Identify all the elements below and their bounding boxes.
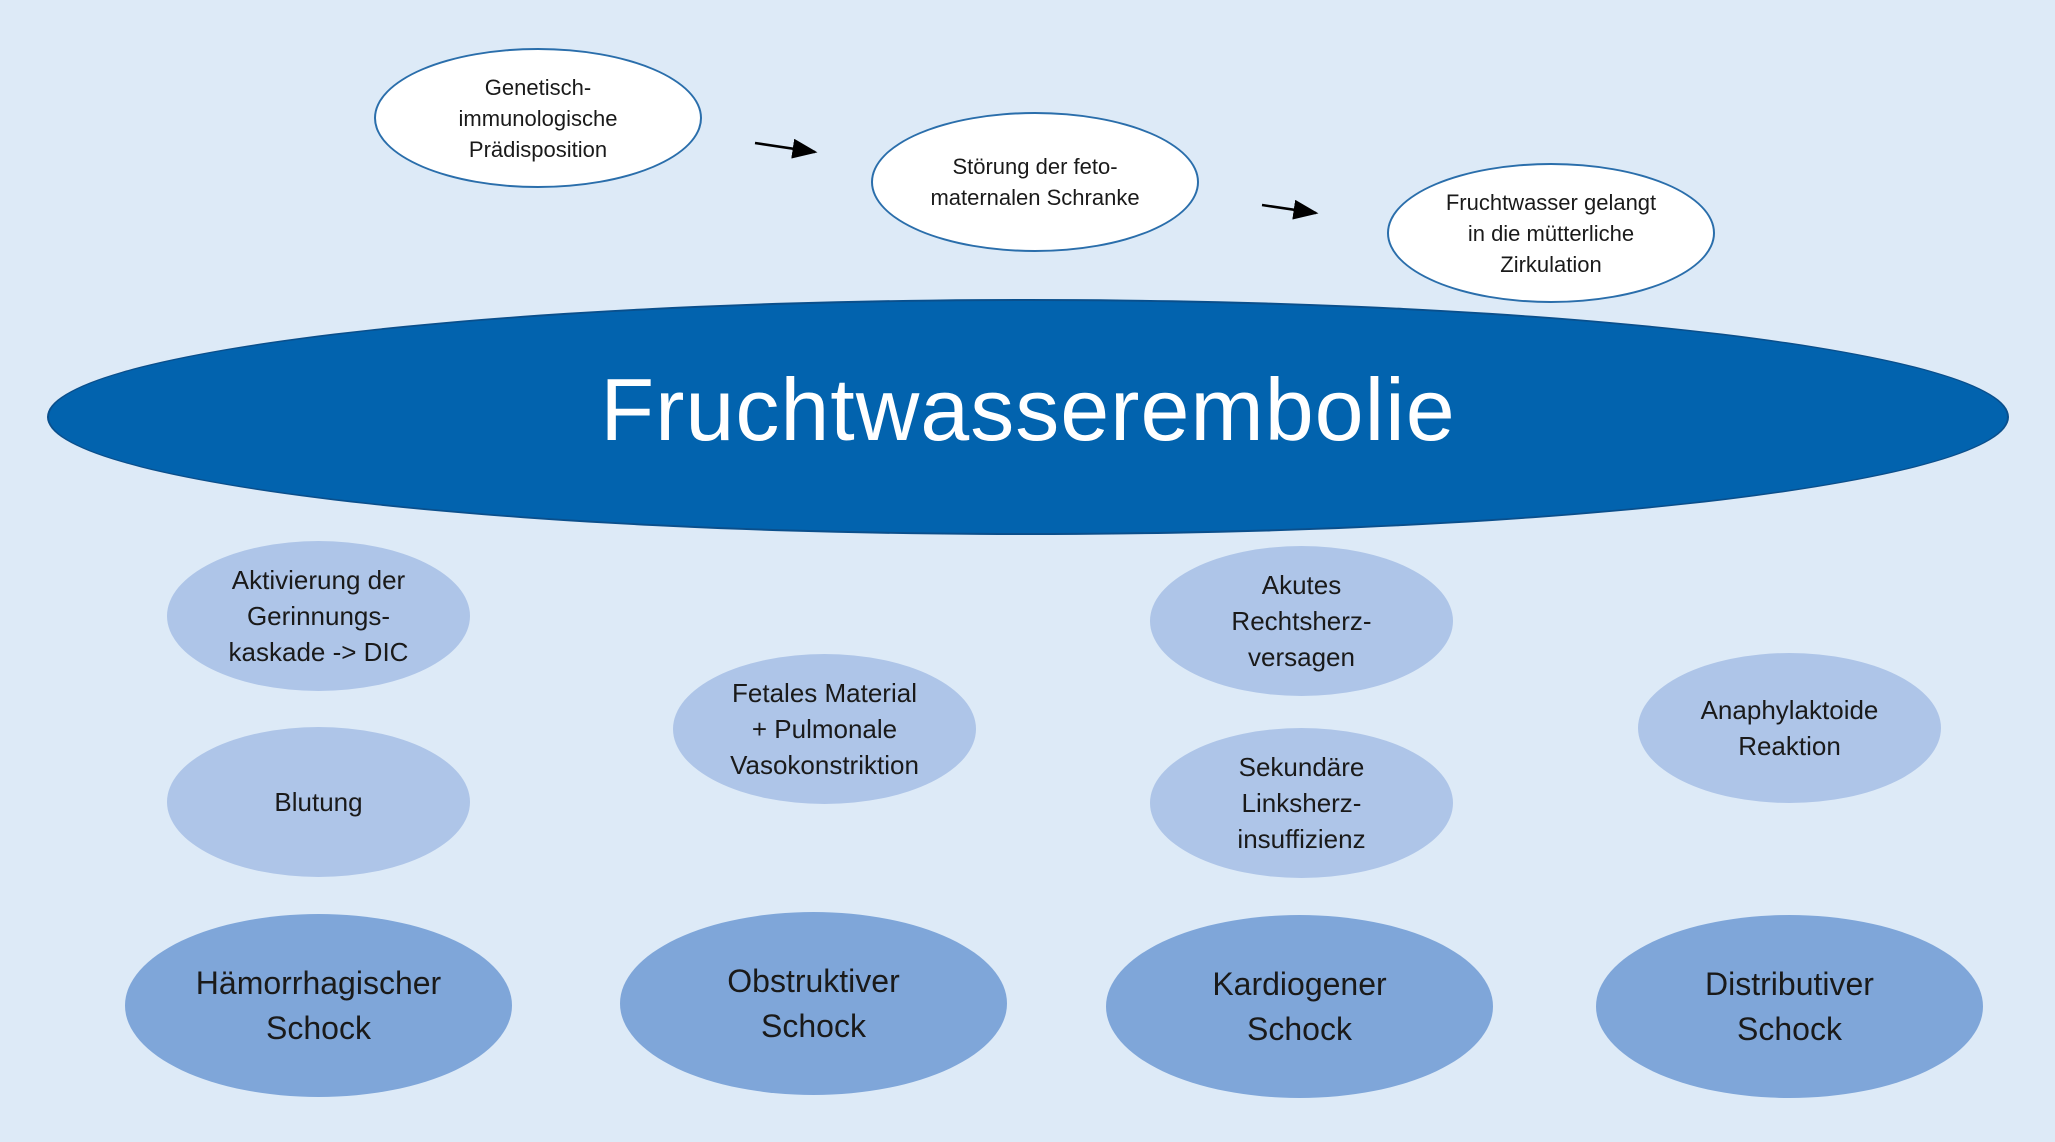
pathway-step-barrier-label: Störung der feto-maternalen Schranke [930, 151, 1139, 213]
label-line: Obstruktiver [727, 962, 900, 999]
label-line: Fruchtwasser gelangt [1445, 189, 1657, 215]
label-line: Fetales Material [732, 678, 917, 708]
label-line: kaskade -> DIC [228, 637, 409, 667]
label-line: Schock [266, 1009, 371, 1046]
arrow-barrier-to-circulation [1261, 199, 1319, 220]
label-line: maternalen Schranke [930, 185, 1140, 210]
label-line: insuffizienz [1237, 824, 1366, 854]
label-line: Störung der feto- [952, 154, 1118, 179]
label-line: Schock [761, 1007, 866, 1044]
label-line: Kardiogener [1212, 965, 1387, 1002]
label-line: Schock [1247, 1010, 1352, 1047]
label-line: Reaktion [1738, 731, 1841, 761]
label-line: Gerinnungs- [246, 601, 391, 631]
label-line: immunologische [458, 105, 618, 131]
label-line: Aktivierung der [231, 565, 406, 595]
mechanism-bleeding-label: Blutung [274, 784, 362, 820]
label-line: Blutung [274, 787, 363, 817]
main-ellipse-fruchtwasserembolie: Fruchtwasserembolie [47, 299, 2009, 535]
main-title: Fruchtwasserembolie [600, 360, 1456, 459]
label-line: Genetisch- [484, 74, 592, 100]
label-line: Hämorrhagischer [195, 964, 442, 1001]
pathway-step-barrier: Störung der feto-maternalen Schranke [871, 112, 1199, 252]
label-line: Distributiver [1705, 965, 1874, 1002]
label-line: Rechtsherz- [1231, 606, 1372, 636]
label-line: Schock [1737, 1010, 1842, 1047]
mechanism-bleeding: Blutung [167, 727, 470, 877]
label-line: Vasokonstriktion [730, 750, 919, 780]
label-line: Zirkulation [1500, 251, 1602, 277]
label-line: Sekundäre [1238, 752, 1365, 782]
label-line: Anaphylaktoide [1700, 695, 1879, 725]
label-line: Prädisposition [468, 136, 608, 162]
label-line: Linksherz- [1241, 788, 1362, 818]
label-line: Akutes [1261, 570, 1342, 600]
label-line: + Pulmonale [751, 714, 898, 744]
label-line: versagen [1248, 642, 1355, 672]
arrow-predisposition-to-barrier [754, 138, 818, 159]
label-line: in die mütterliche [1467, 220, 1635, 246]
